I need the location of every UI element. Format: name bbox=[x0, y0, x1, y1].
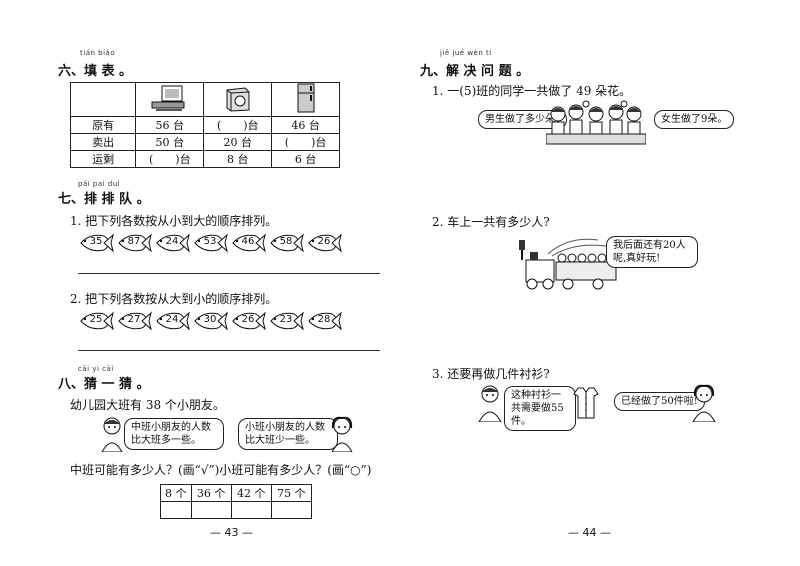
q3-text: 3. 还要再做几件衬衫? bbox=[432, 367, 550, 381]
train-icon bbox=[518, 236, 618, 296]
q1-text: 1. 一(5)班的同学一共做了 49 朵花。 bbox=[432, 84, 632, 98]
fish-number: 30 bbox=[203, 314, 217, 325]
q1-bubble-girls: 女生做了9朵。 bbox=[654, 110, 735, 129]
fish-number: 23 bbox=[279, 314, 293, 325]
fish-icon: 53 bbox=[192, 232, 228, 254]
fish-icon: 58 bbox=[268, 232, 304, 254]
options-table: 8 个 36 个 42 个 75 个 bbox=[160, 484, 313, 519]
fish-icon: 27 bbox=[116, 310, 152, 332]
table-cell: 8 台 bbox=[203, 150, 273, 168]
option-cell: 42 个 bbox=[230, 484, 272, 502]
fish-icon: 24 bbox=[154, 310, 190, 332]
option-cell: 8 个 bbox=[160, 484, 192, 502]
mark-cell[interactable] bbox=[270, 501, 313, 519]
page-number-right: — 44 — bbox=[568, 526, 611, 539]
table-cell: 50 台 bbox=[135, 133, 205, 151]
table-corner bbox=[69, 82, 137, 117]
fill-table: 原有 56 台 ( )台 46 台 卖出 50 台 20 台 ( )台 运剩 (… bbox=[69, 82, 340, 168]
mark-cell[interactable] bbox=[230, 501, 272, 519]
fish-number: 24 bbox=[165, 236, 179, 247]
sec7-title: 七、排 排 队 。 bbox=[58, 192, 150, 207]
fish-icon: 46 bbox=[230, 232, 266, 254]
table-cell: 46 台 bbox=[271, 116, 340, 134]
girl-figure-icon bbox=[328, 416, 356, 456]
sec8-text: 幼儿园大班有 38 个小朋友。 bbox=[70, 398, 225, 412]
sec9-pinyin: jiě jué wèn tí bbox=[440, 49, 492, 57]
table-row: 运剩 ( )台 8 台 6 台 bbox=[69, 150, 340, 168]
fish-row-ascending: 35 87 24 53 46 58 26 bbox=[78, 232, 342, 254]
table-cell: 6 台 bbox=[271, 150, 340, 168]
fish-number: 35 bbox=[89, 236, 103, 247]
fish-number: 25 bbox=[89, 314, 103, 325]
sec6-title: 六、填 表 。 bbox=[58, 64, 133, 79]
fish-icon: 26 bbox=[230, 310, 266, 332]
answer-line[interactable] bbox=[78, 350, 380, 351]
fish-number: 24 bbox=[165, 314, 179, 325]
table-cell[interactable]: ( )台 bbox=[271, 133, 340, 151]
fish-icon: 87 bbox=[116, 232, 152, 254]
fish-number: 26 bbox=[317, 236, 331, 247]
sec8-title: 八、猜 一 猜 。 bbox=[58, 377, 150, 392]
fish-icon: 26 bbox=[306, 232, 342, 254]
fish-number: 27 bbox=[127, 314, 141, 325]
option-cell: 36 个 bbox=[190, 484, 232, 502]
row-label: 卖出 bbox=[69, 133, 137, 151]
table-cell: 20 台 bbox=[203, 133, 273, 151]
table-cell[interactable]: ( )台 bbox=[135, 150, 205, 168]
mark-cell[interactable] bbox=[160, 501, 192, 519]
fish-number: 26 bbox=[241, 314, 255, 325]
table-cell: 56 台 bbox=[135, 116, 205, 134]
page-number-left: — 43 — bbox=[210, 526, 253, 539]
fish-icon: 28 bbox=[306, 310, 342, 332]
sec8-pinyin: cāi yi cāi bbox=[78, 365, 114, 373]
table-cell[interactable]: ( )台 bbox=[203, 116, 273, 134]
fish-icon: 25 bbox=[78, 310, 114, 332]
sec9-title: 九、解 决 问 题 。 bbox=[420, 64, 530, 79]
fish-row-descending: 25 27 24 30 26 23 28 bbox=[78, 310, 342, 332]
answer-line[interactable] bbox=[78, 273, 380, 274]
worker-left-icon bbox=[476, 384, 504, 426]
q2-text: 2. 车上一共有多少人? bbox=[432, 215, 550, 229]
sec6-pinyin: tián biǎo bbox=[80, 49, 116, 57]
sec8-question: 中班可能有多少人？(画“√”)小班可能有多少人？(画“○”) bbox=[70, 463, 372, 477]
fish-icon: 24 bbox=[154, 232, 190, 254]
computer-icon bbox=[135, 82, 205, 117]
sec7-q2: 2. 把下列各数按从大到小的顺序排列。 bbox=[70, 292, 278, 306]
table-row: 原有 56 台 ( )台 46 台 bbox=[69, 116, 340, 134]
boy-figure-icon bbox=[98, 416, 126, 456]
shirt-icon bbox=[572, 386, 600, 424]
speech-bubble-small: 小班小朋友的人数比大班少一些。 bbox=[238, 418, 338, 450]
sec7-q1: 1. 把下列各数按从小到大的顺序排列。 bbox=[70, 214, 278, 228]
option-cell: 75 个 bbox=[270, 484, 313, 502]
speech-bubble-middle: 中班小朋友的人数比大班多一些。 bbox=[124, 418, 224, 450]
fish-icon: 30 bbox=[192, 310, 228, 332]
row-label: 原有 bbox=[69, 116, 137, 134]
children-with-flowers-icon bbox=[545, 100, 647, 150]
fish-number: 87 bbox=[127, 236, 141, 247]
q3-bubble-total: 这种衬衫一共需要做55件。 bbox=[504, 386, 576, 431]
fish-number: 28 bbox=[317, 314, 331, 325]
washing-machine-icon bbox=[203, 82, 273, 117]
q2-bubble: 我后面还有20人呢,真好玩! bbox=[606, 236, 698, 268]
fish-number: 58 bbox=[279, 236, 293, 247]
fish-number: 53 bbox=[203, 236, 217, 247]
row-label: 运剩 bbox=[69, 150, 137, 168]
fish-number: 46 bbox=[241, 236, 255, 247]
fish-icon: 23 bbox=[268, 310, 304, 332]
worker-right-icon bbox=[690, 384, 718, 426]
refrigerator-icon bbox=[271, 82, 340, 117]
mark-cell[interactable] bbox=[190, 501, 232, 519]
sec7-pinyin: pái pai duì bbox=[78, 180, 121, 188]
q1-bubble-boys: 男生做了多少朵? bbox=[478, 110, 568, 129]
fish-icon: 35 bbox=[78, 232, 114, 254]
table-row: 卖出 50 台 20 台 ( )台 bbox=[69, 133, 340, 151]
